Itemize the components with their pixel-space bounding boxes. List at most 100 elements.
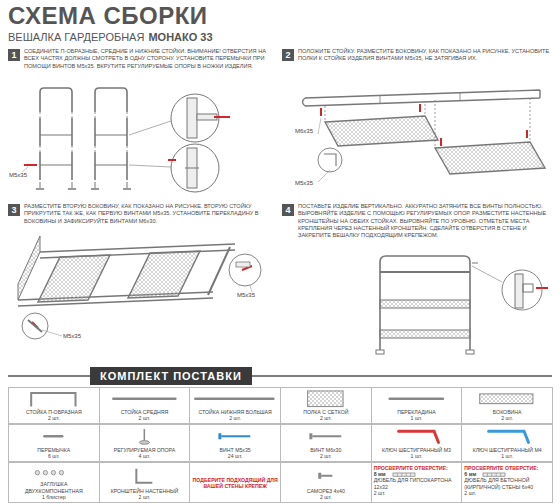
part-name: СТОЙКА НИЖНЯЯ БОЛЬШАЯ (192, 409, 278, 415)
part-icon (281, 389, 370, 409)
part-cell: КЛЮЧ ШЕСТИГРАННЫЙ М31 шт. (371, 424, 463, 462)
part-cell: БОКОВИНА2 шт. (461, 387, 553, 424)
part-count: 2 шт. (464, 490, 550, 496)
step4-illustration (523, 284, 533, 292)
part-icon-stroke (51, 470, 55, 474)
part-name: ПОЛКА С СЕТКОЙ (283, 409, 369, 415)
drill-note: ПРОСВЕРЛИТЕ ОТВЕРСТИЕ: (374, 465, 460, 471)
part-icon (462, 389, 551, 409)
step4-illustration (515, 274, 523, 308)
section-banner: КОМПЛЕКТ ПОСТАВКИ (90, 367, 252, 385)
step-number-text: 2 (282, 49, 294, 61)
part-count: 2 шт. (102, 494, 188, 500)
part-icon-stroke (31, 393, 75, 407)
part-icon-stroke (492, 473, 493, 476)
step-number-text: 1 (8, 49, 20, 61)
part-text-group: ПЕРЕМЫЧКА6 шт. (11, 447, 97, 459)
part-cell: ПОЛКА С СЕТКОЙ2 шт. (280, 387, 372, 424)
part-icon (9, 464, 98, 481)
part-icon (100, 464, 189, 488)
part-icon-stroke (496, 473, 497, 476)
part-icon-stroke (483, 473, 505, 476)
fastener-note: ПОДБЕРИТЕ ПОДХОДЯЩИЙ ДЛЯ ВАШЕЙ СТЕНЫ КРЕ… (192, 476, 278, 488)
part-name: ВИНТ М6х30 (283, 447, 369, 453)
step-instruction: ПОЛОЖИТЕ СТОЙКУ. РАЗМЕСТИТЕ БОКОВИНУ, КА… (298, 48, 550, 63)
part-count: 2 шт. (464, 415, 550, 421)
part-text-group: ПРОСВЕРЛИТЕ ОТВЕРСТИЕ:8 ммДЮБЕЛЬ ДЛЯ ГИП… (374, 465, 460, 496)
step1-illustration (185, 168, 199, 169)
title-text: СХЕМА СБОРКИ (8, 2, 208, 30)
part-icon (372, 426, 461, 447)
drill-size: 8 мм (374, 471, 386, 477)
step1-illustration (95, 118, 127, 180)
step1-illustration (40, 88, 72, 112)
part-name: СТОЙКА П-ОБРАЗНАЯ (11, 409, 97, 415)
step4-illustration (376, 350, 384, 354)
step-instruction: РАЗМЕСТИТЕ ВТОРУЮ БОКОВИНУ, КАК ПОКАЗАНО… (24, 203, 272, 225)
part-icon (281, 464, 370, 488)
part-name: ЗАГЛУШКА ДВУХКОМПОНЕНТНАЯ (11, 481, 97, 493)
part-cell: ПЕРЕКЛАДИНА1 шт. (371, 387, 463, 424)
part-icon-stroke (500, 473, 501, 476)
part-name: САМОРЕЗ 4х40 (283, 488, 369, 494)
part-icon-stroke (321, 475, 332, 477)
step1-illustration (187, 98, 197, 138)
step2-illustration (303, 90, 546, 174)
step4-illustration (380, 300, 470, 308)
part-count: 2 шт. (192, 415, 278, 421)
part-count: 24 шт. (192, 453, 278, 459)
part-text-group: КЛЮЧ ШЕСТИГРАННЫЙ М31 шт. (374, 447, 460, 459)
part-count: 2 шт. (374, 490, 460, 496)
part-icon (9, 426, 98, 447)
part-cell: СТОЙКА НИЖНЯЯ БОЛЬШАЯ2 шт. (189, 387, 281, 424)
screw-label: М6х35 (294, 128, 314, 134)
part-icon-stroke (143, 429, 145, 440)
part-icon-stroke (308, 391, 343, 407)
part-text-group: ПРОСВЕРЛИТЕ ОТВЕРСТИЕ:6 ммДЮБЕЛЬ ДЛЯ БЕТ… (464, 465, 550, 496)
step2-illustration (303, 90, 541, 106)
part-icon (190, 426, 279, 447)
part-text-group: СТОЙКА НИЖНЯЯ БОЛЬШАЯ2 шт. (192, 409, 278, 421)
part-cell: ПРОСВЕРЛИТЕ ОТВЕРСТИЕ:8 ммДЮБЕЛЬ ДЛЯ ГИП… (371, 462, 463, 503)
part-icon (372, 389, 461, 409)
part-text-group: КРОНШТЕЙН НАСТЕННЫЙ2 шт. (102, 488, 188, 500)
step4-illustration (380, 256, 470, 350)
step-number-text: 4 (282, 204, 294, 216)
part-text-group: ЗАГЛУШКА ДВУХКОМПОНЕНТНАЯ1 блистер (11, 481, 97, 500)
part-text-group: ПОЛКА С СЕТКОЙ2 шт. (283, 409, 369, 421)
part-icon-stroke (397, 473, 398, 476)
screw-label: М5х35 (294, 180, 314, 186)
part-count: 1 шт. (374, 453, 460, 459)
part-cell: ПОДБЕРИТЕ ПОДХОДЯЩИЙ ДЛЯ ВАШЕЙ СТЕНЫ КРЕ… (189, 462, 281, 503)
part-count: 4 шт. (102, 453, 188, 459)
drill-note: ПРОСВЕРЛИТЕ ОТВЕРСТИЕ: (464, 465, 550, 471)
screw-label: М5х35 (62, 333, 82, 339)
step2-illustration (325, 96, 530, 146)
part-name: ДЮБЕЛЬ ДЛЯ БЕТОННОЙ (КИРПИЧНОЙ) СТЕНЫ 6х… (464, 477, 550, 489)
part-icon-stroke (136, 469, 152, 483)
part-icon-stroke (398, 431, 438, 442)
step4-illustration (502, 270, 542, 310)
part-icon-stroke (219, 433, 222, 439)
step4-illustration (380, 330, 470, 338)
part-icon (190, 389, 279, 409)
step2-illustration (325, 116, 438, 146)
step3-illustration (28, 320, 42, 332)
banner-text: КОМПЛЕКТ ПОСТАВКИ (100, 370, 242, 382)
part-cell: ВИНТ М6х302 шт. (280, 424, 372, 462)
subtitle-text: МОНАКО 33 (148, 31, 212, 43)
part-count: 2 шт. (102, 415, 188, 421)
step1-illustration (95, 88, 127, 112)
part-count: 2 шт. (283, 494, 369, 500)
part-text-group: БОКОВИНА2 шт. (464, 409, 550, 421)
step2-illustration (324, 154, 336, 166)
part-name: ДЮБЕЛЬ ДЛЯ ГИПСОКАРТОНА 12х32 (374, 477, 460, 489)
step1-illustration (40, 182, 127, 188)
step3-illustration (18, 236, 261, 339)
part-icon-stroke (196, 398, 274, 401)
part-cell: САМОРЕЗ 4х402 шт. (280, 462, 372, 503)
part-text-group: ПОДБЕРИТЕ ПОДХОДЯЩИЙ ДЛЯ ВАШЕЙ СТЕНЫ КРЕ… (192, 476, 278, 488)
step4-illustration (380, 271, 470, 273)
screw-arrows (24, 117, 230, 165)
